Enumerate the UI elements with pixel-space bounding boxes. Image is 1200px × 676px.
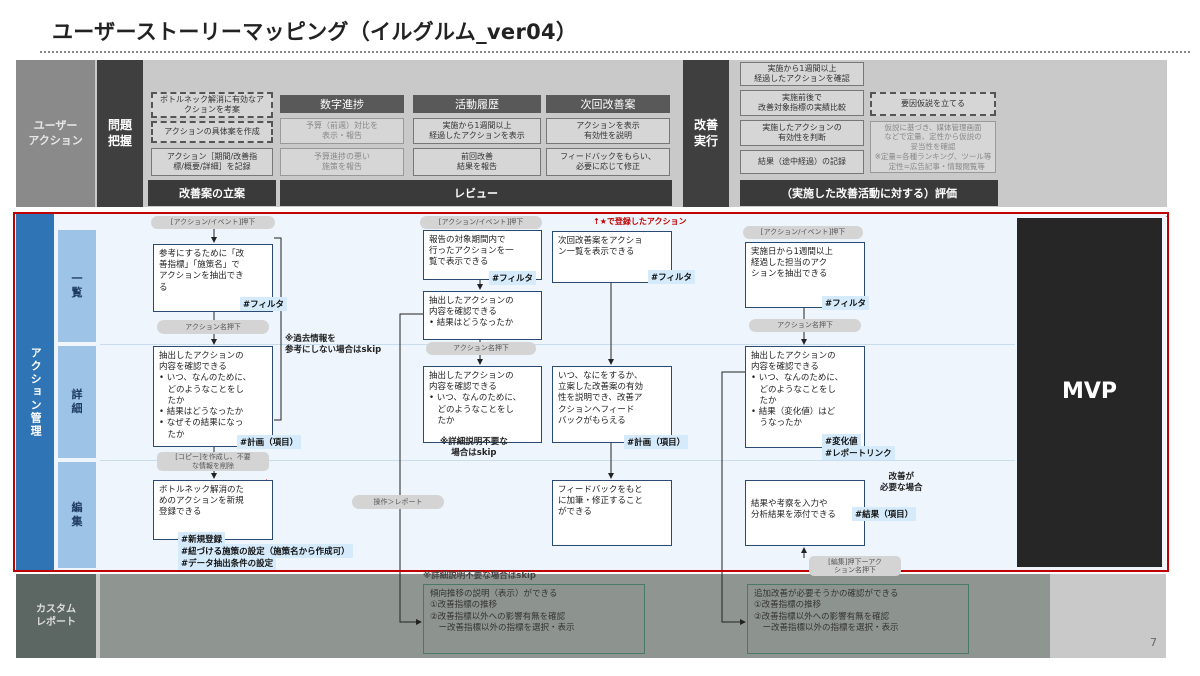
pill-edit: [編集]押下ーアク ション名押下 (809, 556, 901, 576)
story-box-8: いつ、なにをするか、 立案した改善案の有効 性を説明でき、改善ア クションへフィ… (552, 366, 672, 443)
tag-new-register: #新規登録 (178, 532, 226, 546)
custom-report-label: カスタム レポート (16, 574, 96, 658)
footer-plan: 改善案の立案 (148, 180, 276, 206)
mvp-block: MVP (1017, 218, 1162, 567)
col4-item-1: フィードバックをもらい、 必要に応じて修正 (546, 148, 670, 176)
story-box-2: 抽出したアクションの 内容を確認できる • いつ、なんのために、 どのようなこと… (153, 346, 273, 447)
col6-item-1: 仮説に基づき、媒体管理画面 などで定量、定性から仮説の 妥当性を確認 ※定量=各… (870, 121, 996, 173)
title-divider (40, 51, 1190, 53)
problem-phase-label: 問題 把握 (97, 60, 143, 207)
story-box-3: ボトルネック解消のた めのアクションを新規 登録できる (153, 480, 273, 540)
tag-plan-2: #計画（項目） (624, 435, 689, 449)
story-box-11: 抽出したアクションの 内容を確認できる • いつ、なんのために、 どのようなこと… (745, 346, 865, 448)
tag-data-condition: #データ抽出条件の設定 (178, 556, 277, 570)
row-sep-2 (100, 460, 1015, 461)
pill-action-event-1: [アクション/イベント]押下 (151, 216, 275, 229)
col5-item-0: 実施から1週間以上 経過したアクションを確認 (740, 62, 864, 86)
tag-report-link: #レポートリンク (822, 446, 895, 460)
story-box-9: フィードバックをもと に加筆・修正すること ができる (552, 480, 672, 546)
col2-item-1: 予算進捗の悪い 施策を報告 (280, 148, 404, 176)
story-box-6: 抽出したアクションの 内容を確認できる • いつ、なんのために、 どのようなこと… (423, 366, 542, 443)
col3-item-1: 前回改善 結果を報告 (413, 148, 541, 176)
footer-review: レビュー (280, 180, 672, 206)
tag-filter-4: #フィルタ (822, 296, 869, 310)
col3-header: 活動履歴 (413, 95, 541, 113)
col1-item-2: アクション［期間/改善指 標/概要/詳細］を記録 (151, 148, 273, 176)
subrow-edit: 編 集 (58, 462, 96, 568)
tag-linked-measure: #紐づける施策の設定（施策名から作成可） (178, 544, 353, 558)
note-skip-detail-1: ※詳細説明不要な 場合はskip (440, 437, 508, 459)
note-improve-needed: 改善が 必要な場合 (880, 472, 923, 494)
col1-item-1: アクションの具体案を作成 (151, 121, 273, 143)
note-skip-past-info: ※過去情報を 参考にしない場合はskip (285, 334, 382, 356)
tag-filter-2: #フィルタ (489, 271, 536, 285)
tag-filter-3: #フィルタ (648, 270, 695, 284)
col1-item-0: ボトルネック解消に有効なア クションを考案 (151, 92, 273, 118)
tag-plan-1: #計画（項目） (237, 435, 302, 449)
pill-action-event-2: [アクション/イベント]押下 (420, 216, 542, 229)
page-number: 7 (1150, 636, 1157, 649)
improve-exec-label: 改善 実行 (683, 60, 729, 207)
story-box-5: 抽出したアクションの 内容を確認できる • 結果はどうなったか (423, 291, 542, 340)
action-mgmt-label: アクション管理 (16, 214, 54, 571)
col2-item-0: 予算（前週）対比を 表示・報告 (280, 118, 404, 144)
subrow-list: 一 覧 (58, 230, 96, 342)
pill-action-name-3: アクション名押下 (749, 319, 861, 332)
tag-result: #結果（項目） (852, 507, 917, 521)
tag-change-value: #変化値 (822, 434, 861, 448)
note-skip-detail-2: ※詳細説明不要な場合はskip (423, 571, 536, 581)
pill-copy: [コピー]を作成し、不要 な情報を削除 (157, 452, 269, 471)
story-box-12: 結果や考察を入力や 分析結果を添付できる (745, 480, 865, 546)
col5-item-3: 結果（途中経過）の記録 (740, 150, 864, 174)
story-box-4: 報告の対象期間内で 行ったアクションを一 覧で表示できる (423, 230, 542, 280)
col2-header: 数字進捗 (280, 95, 404, 113)
col4-header: 次回改善案 (546, 95, 670, 113)
col5-item-2: 実施したアクションの 有効性を判断 (740, 120, 864, 146)
pill-action-event-3: [アクション/イベント]押下 (743, 226, 863, 239)
user-action-label: ユーザー アクション (16, 60, 95, 207)
custom-box-1: 傾向推移の説明（表示）ができる ①改善指標の推移 ②改善指標以外への影響有無を確… (423, 584, 645, 654)
col4-item-0: アクションを表示 有効性を説明 (546, 118, 670, 144)
footer-evaluation: （実施した改善活動に対する）評価 (740, 180, 998, 206)
col5-item-1: 実施前後で 改善対象指標の実績比較 (740, 90, 864, 116)
col6-item-0: 要因仮説を立てる (870, 92, 996, 116)
custom-box-2: 追加改善が必要そうかの確認ができる ①改善指標の推移 ②改善指標以外への影響有無… (747, 584, 969, 654)
page-title: ユーザーストーリーマッピング（イルグルム_ver04） (52, 20, 578, 44)
col3-item-0: 実施から1週間以上 経過したアクションを表示 (413, 118, 541, 144)
pill-action-name-1: アクション名押下 (157, 320, 269, 334)
star-registered-note: ↑★で登録したアクション (593, 217, 687, 226)
pill-action-name-2: アクション名押下 (426, 342, 536, 355)
tag-filter-1: #フィルタ (240, 297, 287, 311)
pill-operation-report: 操作＞レポート (352, 495, 444, 509)
row-sep-1 (100, 344, 1015, 345)
subrow-detail: 詳 細 (58, 346, 96, 458)
action-mgmt-text: アクション管理 (29, 347, 43, 438)
mvp-frame (13, 212, 1169, 572)
